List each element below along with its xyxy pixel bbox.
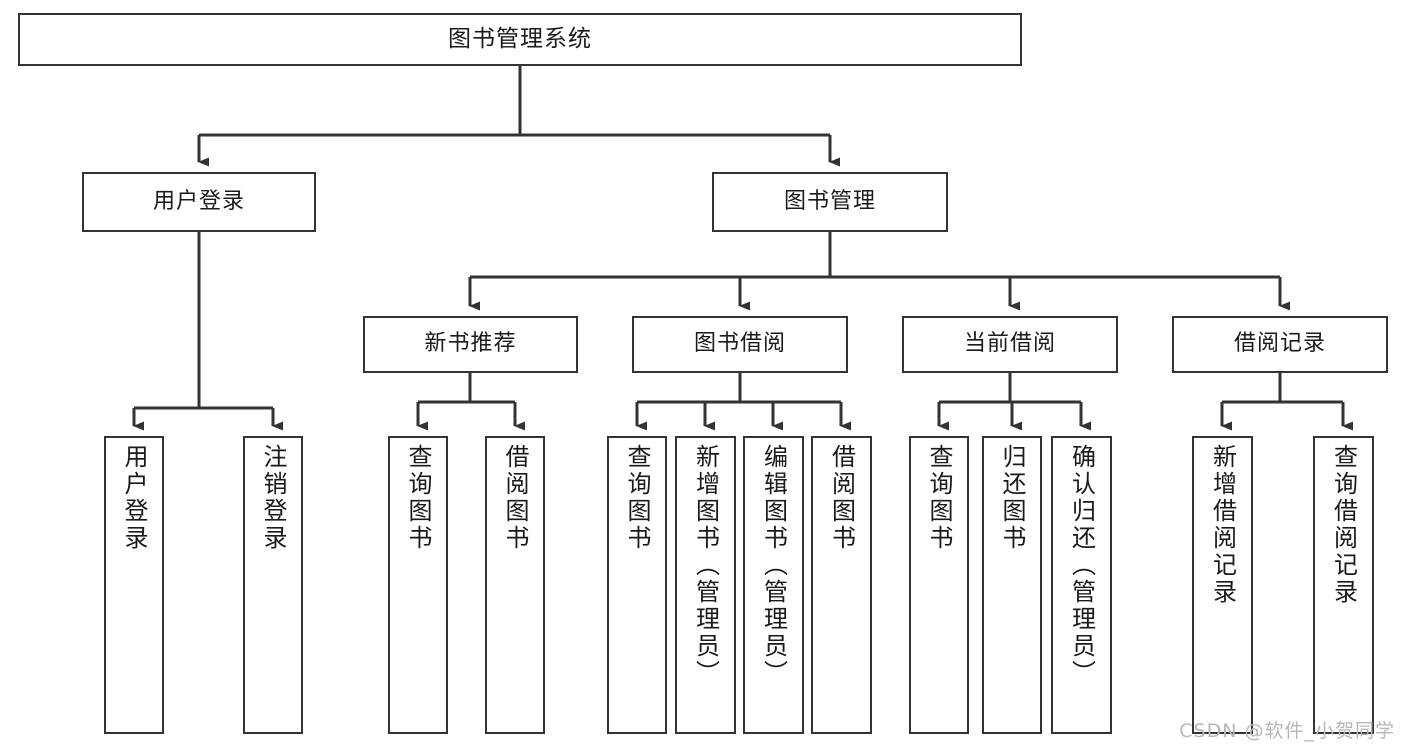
- leaf-query-record[interactable]: 查询借阅记录: [1313, 436, 1374, 734]
- leaf-borrow-book-1-label: 借阅图书: [501, 444, 529, 552]
- node-book-borrow-label: 图书借阅: [693, 331, 786, 357]
- leaf-add-record[interactable]: 新增借阅记录: [1192, 436, 1253, 734]
- node-new-book-rec-label: 新书推荐: [424, 331, 517, 357]
- node-user-login[interactable]: 用户登录: [82, 172, 316, 232]
- node-current-borrow[interactable]: 当前借阅: [902, 316, 1118, 373]
- leaf-add-record-label: 新增借阅记录: [1208, 444, 1237, 606]
- leaf-borrow-book-2[interactable]: 借阅图书: [811, 436, 872, 734]
- leaf-query-book-2-label: 查询图书: [623, 444, 651, 552]
- watermark: CSDN @软件_小贺同学: [1179, 720, 1395, 742]
- leaf-return-book[interactable]: 归还图书: [982, 436, 1042, 734]
- node-book-manage-label: 图书管理: [783, 188, 876, 214]
- leaf-return-book-label: 归还图书: [998, 444, 1026, 552]
- leaf-query-book-2[interactable]: 查询图书: [607, 436, 667, 734]
- node-new-book-rec[interactable]: 新书推荐: [363, 316, 578, 373]
- leaf-user-login[interactable]: 用户登录: [104, 436, 164, 734]
- leaf-borrow-book-2-label: 借阅图书: [827, 444, 856, 552]
- leaf-add-book[interactable]: 新增图书（管理员）: [675, 436, 736, 734]
- leaf-confirm-return[interactable]: 确认归还（管理员）: [1051, 436, 1112, 734]
- node-borrow-record[interactable]: 借阅记录: [1172, 316, 1388, 373]
- leaf-query-record-label: 查询借阅记录: [1329, 444, 1358, 606]
- leaf-edit-book-label: 编辑图书（管理员）: [759, 444, 788, 687]
- node-root-label: 图书管理系统: [448, 25, 592, 52]
- node-current-borrow-label: 当前借阅: [963, 331, 1056, 357]
- node-root[interactable]: 图书管理系统: [18, 13, 1022, 66]
- leaf-query-book-3-label: 查询图书: [925, 444, 953, 552]
- leaf-query-book-1-label: 查询图书: [404, 444, 432, 552]
- leaf-edit-book[interactable]: 编辑图书（管理员）: [743, 436, 804, 734]
- leaf-logout-label: 注销登录: [259, 444, 287, 552]
- node-book-manage[interactable]: 图书管理: [712, 172, 948, 232]
- leaf-borrow-book-1[interactable]: 借阅图书: [485, 436, 545, 734]
- node-borrow-record-label: 借阅记录: [1233, 331, 1326, 357]
- leaf-user-login-label: 用户登录: [120, 444, 148, 552]
- leaf-add-book-label: 新增图书（管理员）: [691, 444, 720, 687]
- leaf-query-book-3[interactable]: 查询图书: [909, 436, 969, 734]
- leaf-query-book-1[interactable]: 查询图书: [388, 436, 448, 734]
- leaf-confirm-return-label: 确认归还（管理员）: [1067, 444, 1096, 687]
- node-book-borrow[interactable]: 图书借阅: [632, 316, 848, 373]
- leaf-logout[interactable]: 注销登录: [243, 436, 303, 734]
- node-user-login-label: 用户登录: [152, 188, 245, 214]
